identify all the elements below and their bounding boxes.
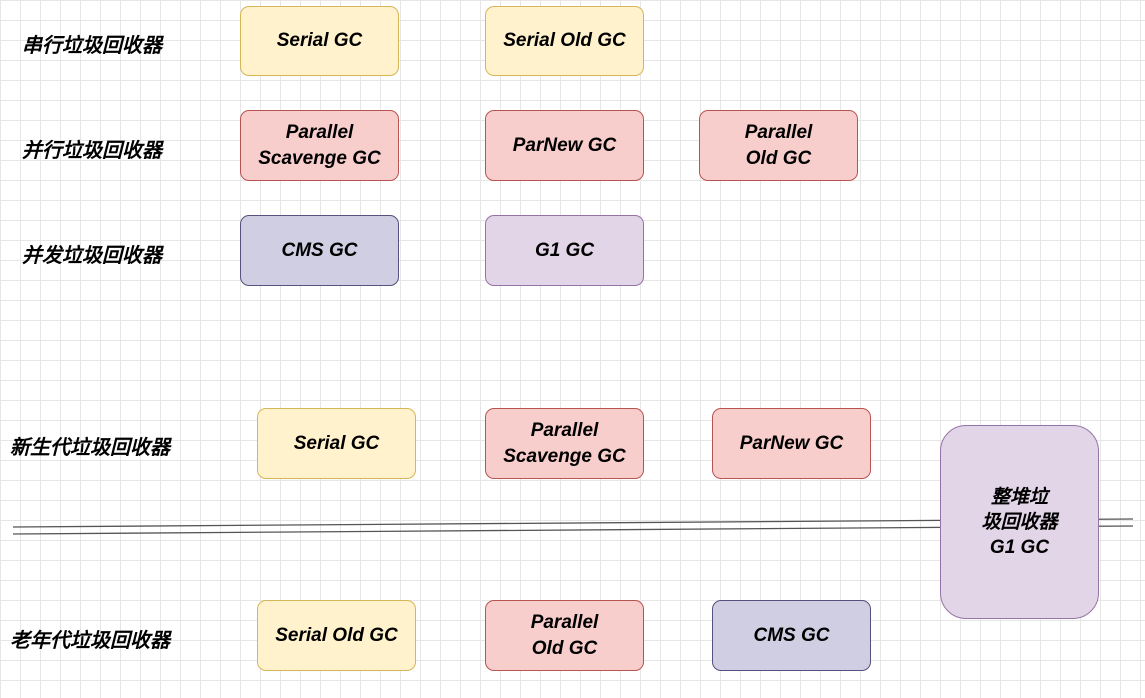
young-parnew-gc-box[interactable]: ParNew GC (712, 408, 871, 479)
old-gen-collectors-label: 老年代垃圾回收器 (10, 628, 170, 652)
old-cms-gc-box[interactable]: CMS GC (712, 600, 871, 671)
parnew-gc-box[interactable]: ParNew GC (485, 110, 644, 181)
serial-old-gc-box[interactable]: Serial Old GC (485, 6, 644, 76)
old-serial-old-gc-box[interactable]: Serial Old GC (257, 600, 416, 671)
parallel-scavenge-gc-box[interactable]: Parallel Scavenge GC (240, 110, 399, 181)
cms-gc-box[interactable]: CMS GC (240, 215, 399, 286)
serial-collectors-label: 串行垃圾回收器 (22, 33, 162, 57)
parallel-collectors-label: 并行垃圾回收器 (22, 138, 162, 162)
g1-gc-box[interactable]: G1 GC (485, 215, 644, 286)
young-serial-gc-box[interactable]: Serial GC (257, 408, 416, 479)
old-parallel-old-gc-box[interactable]: Parallel Old GC (485, 600, 644, 671)
young-gen-collectors-label: 新生代垃圾回收器 (10, 435, 170, 459)
young-parallel-scavenge-gc-box[interactable]: Parallel Scavenge GC (485, 408, 644, 479)
concurrent-collectors-label: 并发垃圾回收器 (22, 243, 162, 267)
serial-gc-box[interactable]: Serial GC (240, 6, 399, 76)
whole-heap-g1-gc-box[interactable]: 整堆垃 圾回收器 G1 GC (940, 425, 1099, 619)
parallel-old-gc-box[interactable]: Parallel Old GC (699, 110, 858, 181)
